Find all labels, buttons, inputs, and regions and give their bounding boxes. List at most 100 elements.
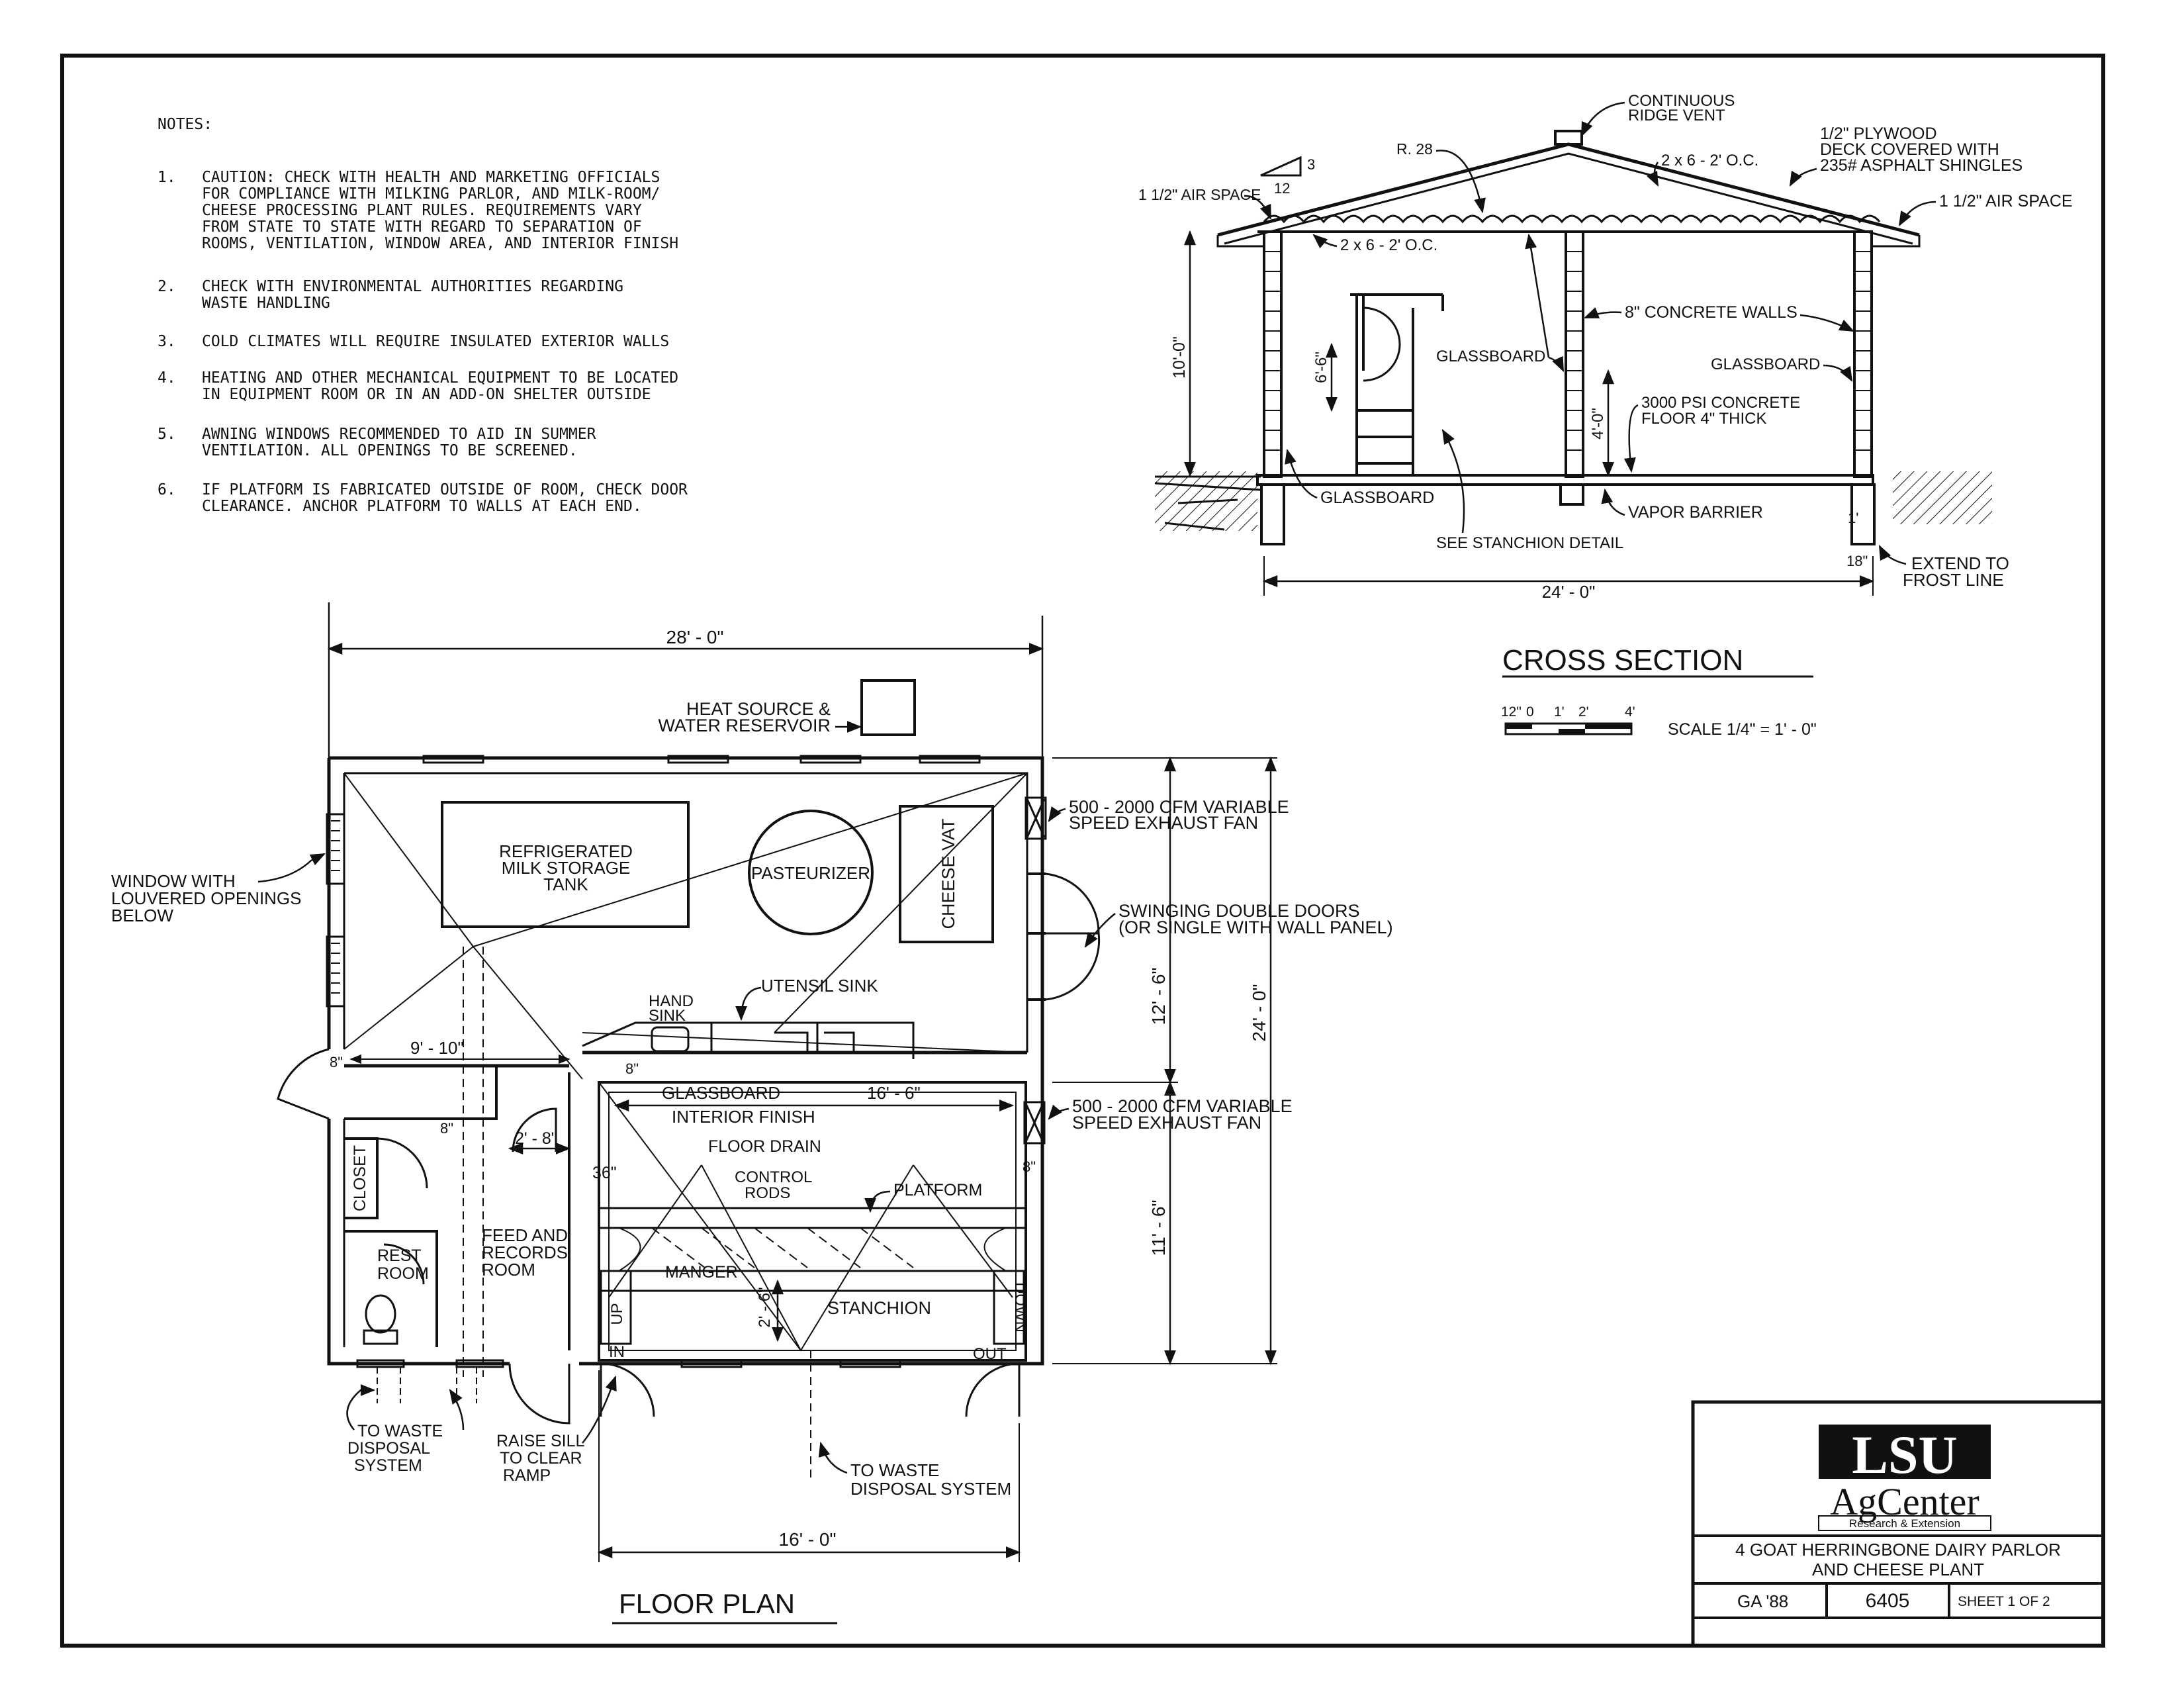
dim-bottom: 16' - 0" — [779, 1529, 837, 1550]
leader — [1583, 307, 1622, 319]
leader — [1285, 448, 1318, 499]
cross-section: 3 12 CONTINUOUS RIDGE VENT 1/2" PLYWOOD … — [1138, 92, 2073, 739]
sheet-border — [60, 54, 2105, 1648]
label-control-rods: CONTROL — [735, 1168, 812, 1186]
stanchion-frame — [1350, 293, 1444, 475]
label-waste-right: TO WASTE — [850, 1460, 939, 1480]
dim-ext — [1263, 556, 1874, 596]
dim-36: 36" — [592, 1164, 617, 1182]
dim-ext — [1178, 757, 1277, 1364]
louver-lines — [331, 820, 340, 994]
label-glassboard: GLASSBOARD — [662, 1083, 780, 1103]
wall-right — [1853, 230, 1873, 478]
note-line: CHECK WITH ENVIRONMENTAL AUTHORITIES REG… — [202, 278, 623, 295]
window — [799, 755, 862, 764]
footing-left — [1260, 483, 1285, 545]
label-in: IN — [609, 1343, 625, 1361]
label-raise-sill: TO CLEAR — [500, 1449, 582, 1468]
parlor-door-swing — [600, 1362, 1020, 1417]
window — [919, 755, 981, 764]
ramp-up — [600, 1270, 632, 1345]
dim-16-6: 16' - 6" — [867, 1083, 921, 1103]
leader — [1084, 913, 1116, 948]
note-number: 2. — [158, 278, 176, 295]
door-swing — [508, 1363, 570, 1425]
leader — [1441, 429, 1465, 534]
label-floor: 3000 PSI CONCRETE — [1641, 394, 1800, 412]
door-swing — [277, 1048, 330, 1120]
slope-run: 12 — [1274, 180, 1290, 197]
label-rafter: 2 x 6 - 2' O.C. — [1661, 152, 1758, 169]
label-platform: PLATFORM — [893, 1181, 982, 1199]
scale-tick: 12" — [1501, 704, 1522, 720]
drawing-title: AND CHEESE PLANT — [1812, 1560, 1984, 1579]
heat-source-box — [860, 679, 916, 736]
label-ridge-vent: RIDGE VENT — [1628, 107, 1725, 124]
scale-bar-fill — [1506, 724, 1532, 729]
toilet — [365, 1294, 396, 1334]
title-block-frame — [1691, 1400, 2105, 1648]
label-plywood: 235# ASPHALT SHINGLES — [1820, 156, 2023, 175]
label-feed-room: ROOM — [482, 1260, 535, 1280]
label-ceiling-joist: 2 x 6 - 2' O.C. — [1340, 236, 1437, 254]
drawing-code: GA '88 — [1737, 1591, 1788, 1611]
leader — [1601, 488, 1625, 516]
label-waste-left: TO WASTE — [357, 1422, 443, 1440]
label-hand-sink: SINK — [649, 1007, 686, 1025]
note-line: IF PLATFORM IS FABRICATED OUTSIDE OF ROO… — [202, 481, 688, 498]
restroom-door-swing — [383, 1243, 425, 1285]
leader — [1580, 101, 1625, 138]
label-exhaust: 500 - 2000 CFM VARIABLE — [1069, 797, 1289, 817]
label-feed-room: RECORDS — [482, 1243, 568, 1262]
label-exhaust: SPEED EXHAUST FAN — [1072, 1113, 1261, 1133]
window — [667, 755, 729, 764]
slope-triangle — [1260, 156, 1302, 177]
wall-center — [1565, 230, 1584, 478]
leader — [1048, 806, 1066, 822]
label-tank: REFRIGERATED — [499, 841, 633, 861]
dim-ext — [598, 1370, 1020, 1562]
label-rest-room: ROOM — [377, 1264, 429, 1283]
label-heat-source: HEAT SOURCE & — [686, 699, 831, 719]
dim-2-6: 2' - 6" — [756, 1287, 774, 1327]
leader — [1244, 195, 1272, 220]
leader — [1312, 234, 1338, 249]
label-doors: (OR SINGLE WITH WALL PANEL) — [1118, 917, 1393, 937]
label-tank: MILK STORAGE — [502, 858, 631, 878]
leader — [257, 853, 326, 883]
label-air-space-left: 1 1/2" AIR SPACE — [1138, 186, 1261, 203]
parlor-slope-lines — [598, 1082, 1013, 1352]
leader — [864, 1190, 891, 1213]
label-heat-source: WATER RESERVOIR — [658, 716, 831, 735]
dim-40: 4'-0" — [1589, 408, 1607, 440]
label-stanchion: STANCHION — [827, 1298, 931, 1318]
dim-width: 24' - 0" — [1542, 582, 1596, 602]
dim-8: 8" — [625, 1060, 639, 1077]
dim-8: 8" — [440, 1120, 453, 1137]
label-glassboard: GLASSBOARD — [1320, 489, 1434, 507]
label-ridge-vent: CONTINUOUS — [1628, 92, 1735, 110]
manger — [598, 1270, 1027, 1292]
inner-wall-line — [343, 772, 1028, 1347]
waste-pipe — [377, 1367, 477, 1403]
window — [455, 1359, 504, 1368]
cheese-vat — [899, 805, 994, 943]
scale-tick: 2' — [1578, 704, 1589, 720]
label-feed-room: FEED AND — [482, 1225, 568, 1245]
note-line: VENTILATION. ALL OPENINGS TO BE SCREENED… — [202, 442, 578, 459]
label-tank: TANK — [543, 874, 588, 894]
stanchion-diagonals — [651, 1227, 914, 1268]
closet-door-swing — [377, 1137, 428, 1189]
leader — [1799, 314, 1855, 332]
scale-tick: 4' — [1625, 704, 1635, 720]
leader — [1898, 201, 1936, 226]
footing-right — [1850, 483, 1876, 545]
label-waste-left: DISPOSAL — [347, 1439, 430, 1458]
note-line: CLEARANCE. ANCHOR PLATFORM TO WALLS AT E… — [202, 498, 642, 515]
label-closet: CLOSET — [351, 1145, 369, 1211]
note-number: 1. — [158, 169, 176, 186]
label-window: BELOW — [111, 906, 173, 925]
sheet-number: SHEET 1 OF 2 — [1958, 1594, 2050, 1609]
note-line: HEATING AND OTHER MECHANICAL EQUIPMENT T… — [202, 369, 678, 387]
drain-line — [463, 947, 484, 1377]
